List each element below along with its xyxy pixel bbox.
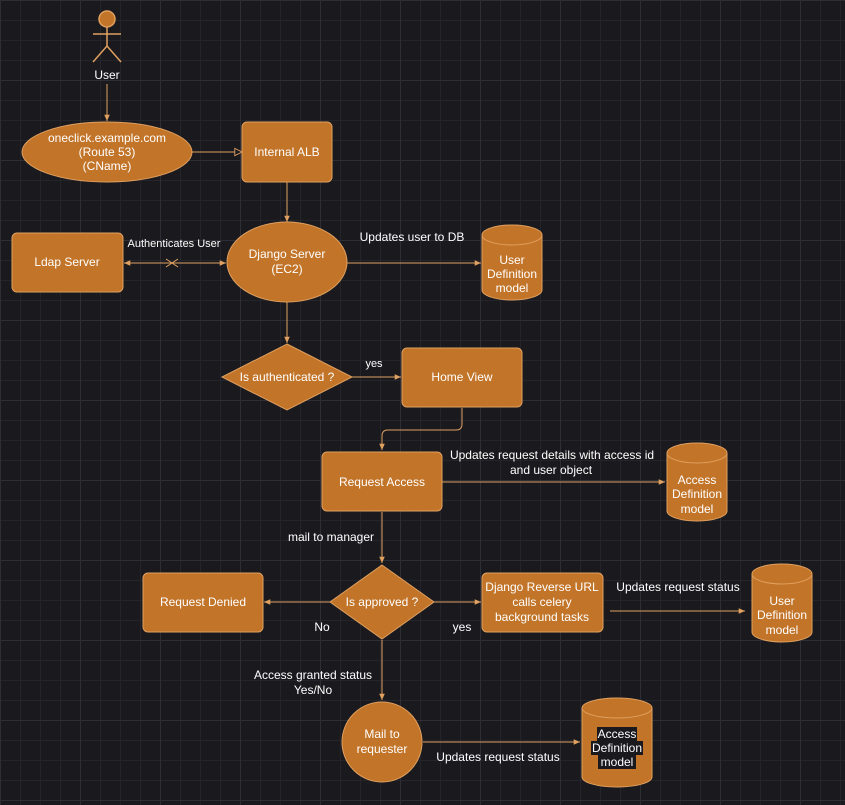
userdb1-line-1: User [499, 253, 524, 267]
node-django-server[interactable]: Django Server(EC2) [226, 221, 348, 303]
database-cylinder-icon [481, 224, 543, 301]
edge-labels: Authenticates User Updates user to DB ye… [128, 230, 740, 764]
is-approved-label: Is approved ? [346, 595, 419, 609]
user-actor[interactable]: User [92, 10, 122, 82]
accessdb1-line-2: Definition [672, 487, 722, 501]
node-is-approved[interactable]: Is approved ? [329, 564, 435, 640]
edges [104, 84, 745, 745]
node-request-access[interactable]: Request Access [321, 451, 443, 512]
edge-home-request[interactable] [379, 408, 463, 450]
denied-label: Request Denied [160, 595, 246, 609]
label-updates-user-db: Updates user to DB [360, 230, 465, 244]
home-label: Home View [431, 370, 492, 384]
accessdb2-line-3: model [601, 755, 634, 769]
svg-text:oneclick.example.com(Route 53): oneclick.example.com(Route 53)(CName) [48, 131, 166, 173]
user-stick-figure-icon [92, 10, 122, 63]
celery-line-2: calls celery [512, 595, 571, 609]
accessdb1-line-1: Access [678, 473, 717, 487]
is-auth-label: Is authenticated ? [240, 370, 335, 384]
node-ldap-server[interactable]: Ldap Server [11, 232, 124, 293]
database-cylinder-icon [666, 442, 728, 522]
label-yes-authenticated: yes [365, 358, 383, 370]
label-authenticates-user: Authenticates User [128, 238, 221, 250]
label-mail-to-manager: mail to manager [288, 530, 374, 544]
node-is-authenticated[interactable]: Is authenticated ? [220, 343, 354, 411]
userdb1-line-3: model [496, 281, 529, 295]
label-access-granted-1: Access granted status [254, 668, 372, 682]
mail-line-2: requester [357, 742, 408, 756]
userdb2-line-1: User [769, 594, 794, 608]
label-updates-status-1: Updates request status [616, 580, 739, 594]
celery-line-3: background tasks [495, 610, 589, 624]
route53-line-2: (Route 53) [79, 145, 136, 159]
mail-line-1: Mail to [364, 727, 400, 741]
node-request-denied[interactable]: Request Denied [142, 572, 264, 633]
accessdb2-line-2: Definition [592, 741, 642, 755]
userdb2-line-2: Definition [757, 608, 807, 622]
django-line-2: (EC2) [271, 262, 302, 276]
label-no: No [314, 620, 330, 634]
accessdb2-line-1: Access [598, 727, 637, 741]
accessdb1-line-3: model [681, 502, 714, 516]
node-home-view[interactable]: Home View [401, 347, 523, 408]
node-internal-alb[interactable]: Internal ALB [241, 121, 333, 183]
ldap-label: Ldap Server [34, 255, 99, 269]
accessdb2-label-highlight [591, 727, 643, 769]
django-line-1: Django Server [249, 247, 326, 261]
route53-line-3: (CName) [83, 159, 132, 173]
celery-line-1: Django Reverse URL [485, 580, 599, 594]
node-route53[interactable]: oneclick.example.com(Route 53)(CName) [21, 121, 193, 183]
label-updates-request-2: and user object [510, 463, 593, 477]
label-updates-status-2: Updates request status [436, 750, 559, 764]
label-access-granted-2: Yes/No [294, 683, 333, 697]
userdb1-line-2: Definition [487, 267, 537, 281]
label-updates-request-1: Updates request details with access id [450, 448, 654, 462]
edge-ldap-django-mid-arrow [165, 258, 179, 268]
label-yes-approved: yes [453, 620, 472, 634]
request-access-label: Request Access [339, 475, 425, 489]
user-label: User [94, 68, 119, 82]
alb-label: Internal ALB [254, 145, 319, 159]
userdb2-line-3: model [766, 623, 799, 637]
route53-line-1: oneclick.example.com [48, 131, 166, 145]
database-cylinder-icon [751, 563, 813, 643]
svg-text:Django Server(EC2): Django Server(EC2) [249, 247, 326, 276]
